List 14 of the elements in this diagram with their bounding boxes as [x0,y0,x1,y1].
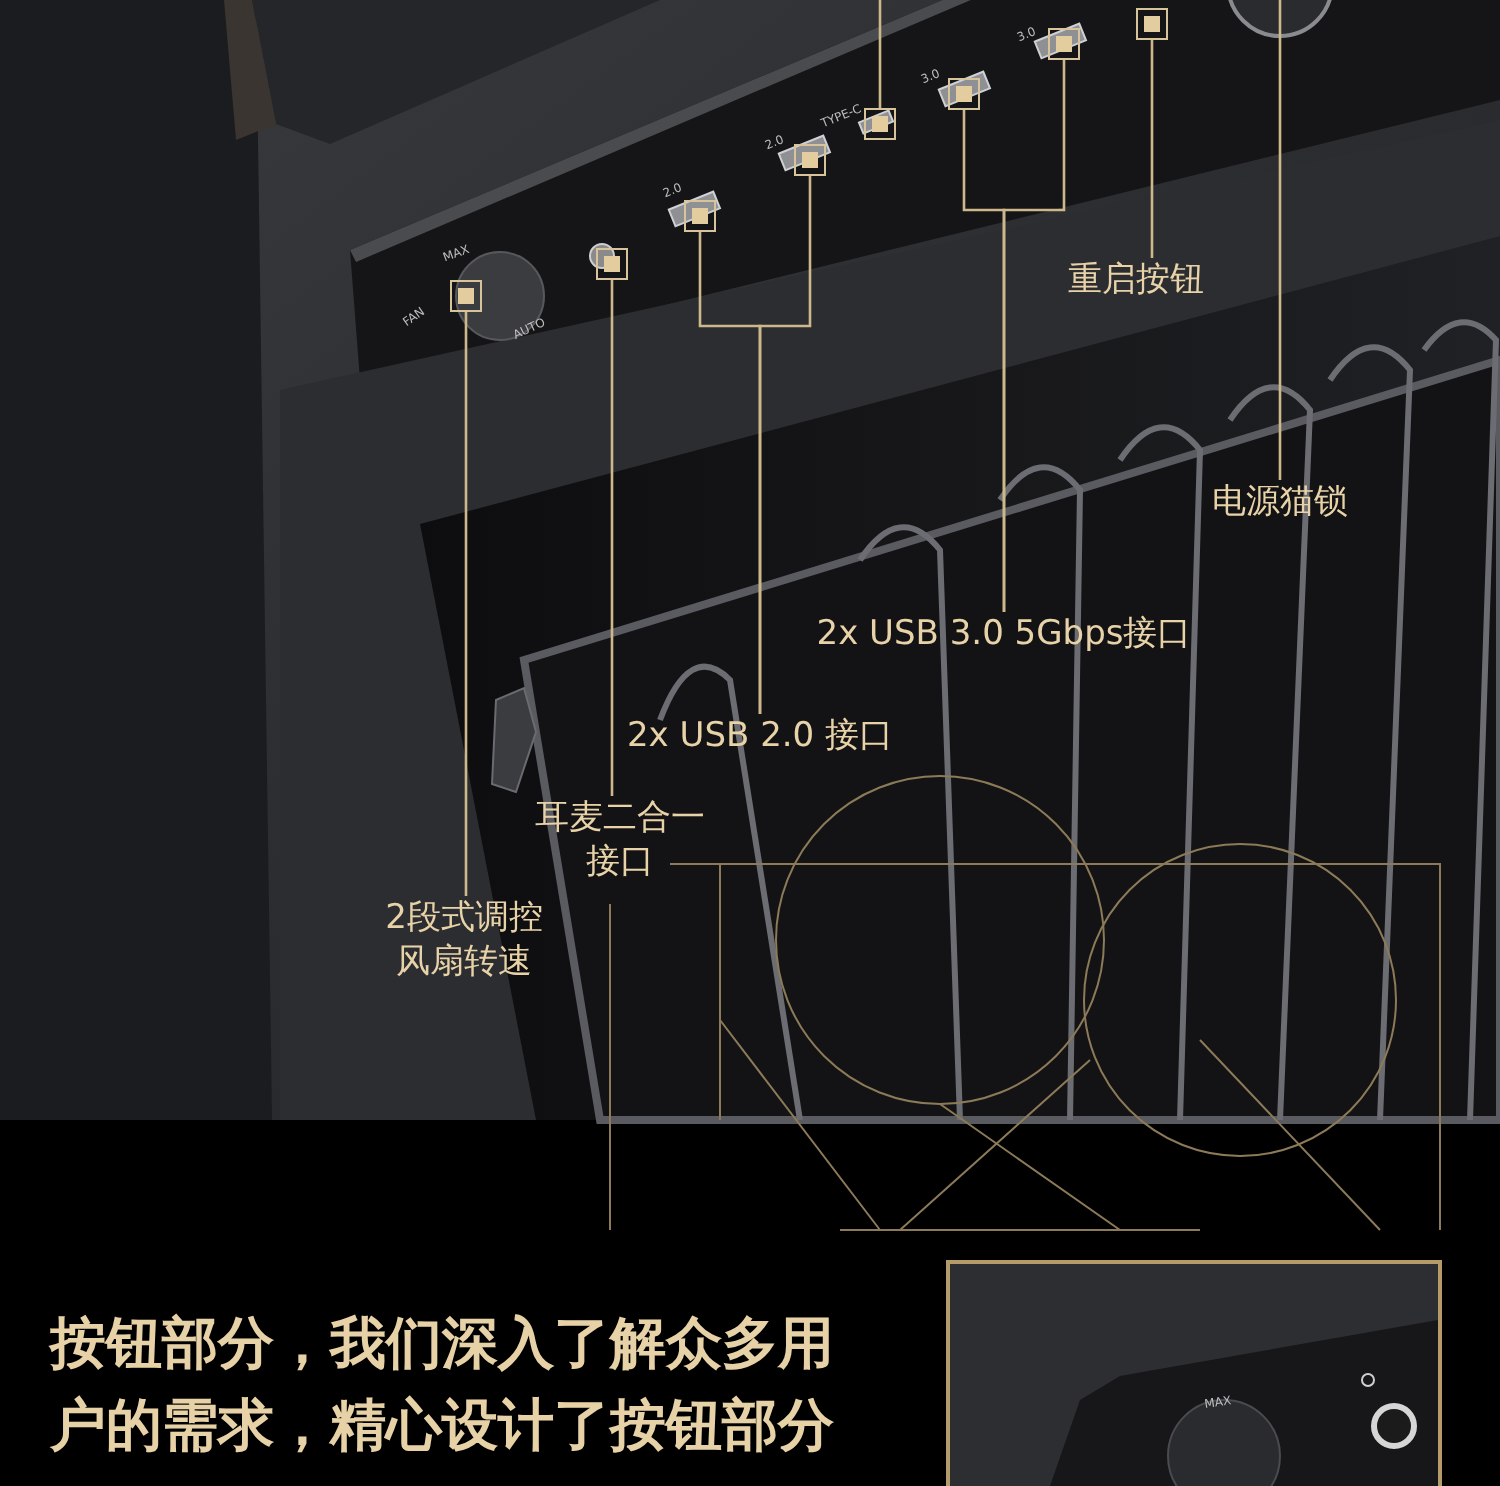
leader-line [878,0,882,108]
leader-line [1150,40,1154,258]
leader-line [1002,60,1066,612]
leader-line [758,176,812,714]
leader-line [1278,0,1282,480]
callout-label: 电源猫锁 [1200,480,1360,525]
callout-label: 耳麦二合一接口 [526,796,714,885]
leader-line [464,312,468,896]
callout-label: 2x USB 2.0 接口 [610,714,910,759]
callout-label: 2段式调控风扇转速 [376,896,552,985]
body-text: 按钮部分，我们深入了解众多用户的需求，精心设计了按钮部分 [50,1308,836,1462]
callout-label: 2x USB 3.0 5Gbps接口 [794,612,1214,657]
callout-label: 重启按钮 [1056,258,1216,303]
leader-line [610,280,614,796]
